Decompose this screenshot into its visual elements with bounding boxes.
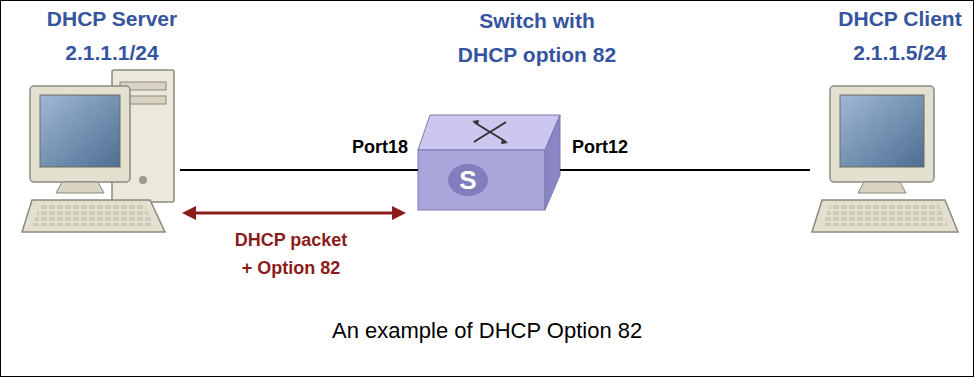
port-label: Port12 <box>572 137 628 158</box>
port-label: Port18 <box>352 137 408 158</box>
node-heading: Switch with DHCP option 82 <box>450 4 625 72</box>
edge-label: DHCP packet + Option 82 <box>230 226 352 282</box>
switch-badge: S <box>459 167 476 193</box>
network-link <box>180 170 418 171</box>
ip-address: 2.1.1.5/24 <box>853 38 946 68</box>
client-computer <box>812 86 958 232</box>
server-node: DHCP Server2.1.1.1/24 <box>22 68 180 238</box>
figure-caption: An example of DHCP Option 82 <box>332 318 642 344</box>
ip-address: 2.1.1.1/24 <box>65 38 158 68</box>
switch-node: Switch with DHCP option 82S <box>418 113 560 213</box>
packet-arrow <box>182 206 406 220</box>
node-heading: DHCP Client <box>838 4 961 34</box>
server-computer <box>22 70 174 232</box>
network-link <box>560 170 810 171</box>
switch-icon <box>418 115 560 210</box>
node-heading: DHCP Server <box>47 4 177 34</box>
client-node: DHCP Client2.1.1.5/24 <box>810 80 962 240</box>
